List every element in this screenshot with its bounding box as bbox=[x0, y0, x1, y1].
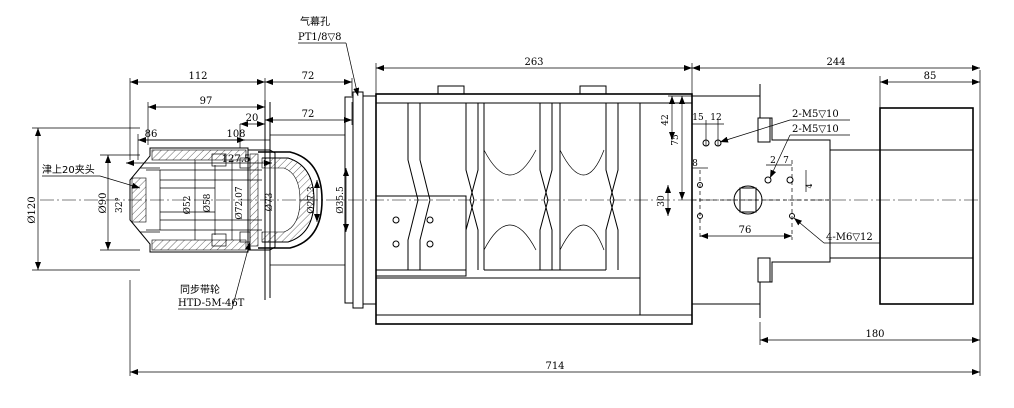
dim-8-text: 8 bbox=[692, 159, 698, 169]
dim-4-text: 4 bbox=[805, 183, 814, 188]
dim-phi120-text: Ø120 bbox=[27, 196, 38, 223]
dim-20-text: 20 bbox=[246, 113, 259, 124]
collet-label: 津上20夹头 bbox=[42, 163, 95, 176]
dim-244-text: 244 bbox=[826, 57, 845, 68]
bolt-hole bbox=[392, 240, 400, 248]
dim-72b-text: 72 bbox=[302, 109, 315, 120]
dim-76: 76 bbox=[700, 225, 792, 239]
dim-2-7: 2 7 4 bbox=[766, 156, 814, 192]
dim-phi355-text: Ø35.5 bbox=[335, 186, 346, 214]
pulley-spec: HTD-5M-46T bbox=[178, 298, 245, 309]
fins bbox=[376, 103, 641, 315]
callout-m5-mid: 2-M5▽10 bbox=[769, 124, 850, 179]
pulley-label: 同步带轮 bbox=[180, 283, 220, 296]
dim-714-text: 714 bbox=[545, 361, 564, 372]
callout-pulley: 同步带轮 HTD-5M-46T bbox=[178, 241, 251, 310]
callout-m5-top: 2-M5▽10 bbox=[719, 109, 850, 143]
dim-108: 108 bbox=[138, 129, 270, 141]
motor bbox=[879, 107, 974, 305]
dim-42-75: 42 75 bbox=[661, 95, 692, 200]
dim-714: 714 bbox=[129, 70, 981, 376]
dim-85-text: 85 bbox=[924, 71, 937, 82]
dim-phi120: Ø120 bbox=[27, 127, 140, 271]
dim-72-top: 72 bbox=[265, 71, 353, 96]
dim-phi90: Ø90 bbox=[98, 154, 140, 251]
dim-180-text: 180 bbox=[865, 329, 884, 340]
m6-label: 4-M6▽12 bbox=[826, 232, 873, 243]
front-plate bbox=[375, 195, 467, 277]
angle-32-text: 32° bbox=[115, 197, 125, 213]
dim-97-text: 97 bbox=[200, 96, 213, 107]
motor-mount bbox=[692, 84, 974, 318]
dim-112-text: 112 bbox=[188, 71, 207, 82]
dim-263: 263 bbox=[375, 57, 693, 94]
dim-30-text: 30 bbox=[657, 195, 667, 207]
callout-collet: 津上20夹头 bbox=[42, 163, 141, 189]
dim-15-text: 15 bbox=[692, 113, 704, 123]
m5-mid-label: 2-M5▽10 bbox=[792, 124, 839, 135]
dim-phi52-text: Ø52 bbox=[182, 196, 193, 215]
dim-7-text: 7 bbox=[783, 156, 789, 166]
dim-180: 180 bbox=[759, 322, 980, 345]
dim-30: 30 bbox=[657, 185, 671, 216]
dim-phi72-text: Ø72.07 bbox=[234, 186, 245, 219]
bolt-hole bbox=[426, 216, 434, 224]
dim-42-text: 42 bbox=[661, 114, 671, 125]
dim-86-text: 86 bbox=[145, 129, 158, 140]
dim-75-text: 75 bbox=[671, 134, 681, 146]
dim-108-text: 108 bbox=[226, 129, 245, 140]
callout-air-hole: 气幕孔 PT1/8▽8 bbox=[298, 15, 360, 97]
dim-2-text: 2 bbox=[770, 156, 776, 166]
dim-phi90-text: Ø90 bbox=[98, 193, 109, 214]
dim-phi58-text: Ø58 bbox=[202, 193, 213, 212]
nose-section bbox=[129, 147, 323, 253]
dim-15-12: 15 12 bbox=[692, 113, 724, 146]
dim-phi27-text: Ø27.3 bbox=[306, 186, 317, 214]
bolt-hole bbox=[426, 240, 434, 248]
dim-72-second: 72 bbox=[265, 102, 353, 125]
dim-20: 20 bbox=[239, 113, 265, 148]
spindle-body bbox=[375, 85, 693, 325]
dim-244: 244 bbox=[692, 57, 980, 71]
dim-72-top-text: 72 bbox=[302, 71, 315, 82]
dim-85: 85 bbox=[879, 71, 980, 108]
dim-76-text: 76 bbox=[739, 225, 752, 236]
dim-263-text: 263 bbox=[524, 57, 543, 68]
callout-m6: 4-M6▽12 bbox=[793, 217, 880, 244]
m5-top-label: 2-M5▽10 bbox=[792, 109, 839, 120]
dim-8: 8 bbox=[692, 159, 708, 169]
air-hole-spec: PT1/8▽8 bbox=[298, 32, 342, 43]
bolt-hole bbox=[392, 216, 400, 224]
dim-12-text: 12 bbox=[710, 113, 721, 123]
air-hole-label: 气幕孔 bbox=[300, 15, 330, 28]
